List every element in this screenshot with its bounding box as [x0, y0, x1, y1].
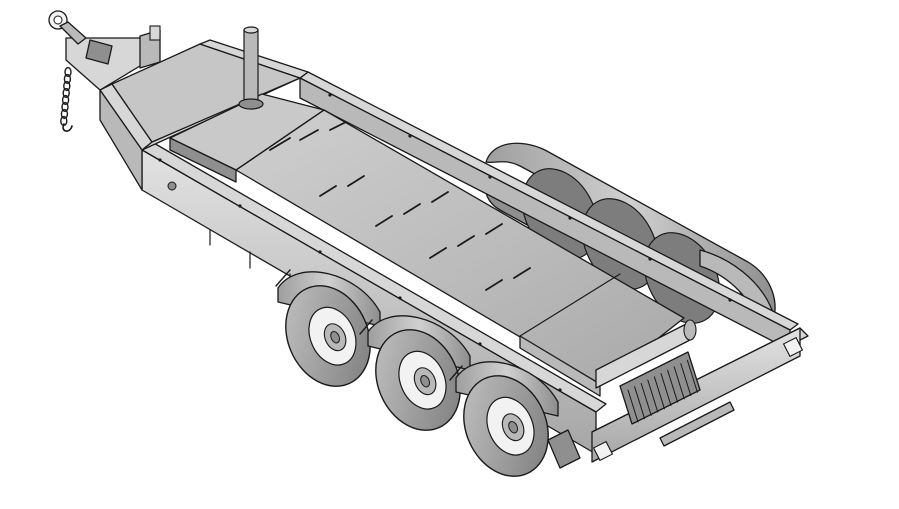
rear-bumper-face	[591, 327, 801, 463]
deck-tie-slot-13	[513, 267, 531, 279]
tail-light-left	[592, 440, 614, 462]
deck-tie-slot-8	[431, 191, 449, 203]
ramp-grate-bar-2	[634, 386, 646, 420]
deck-tie-slot-1	[269, 137, 291, 151]
wheel-cap-3	[508, 420, 519, 434]
deck-front-panel-edge	[169, 137, 237, 183]
tongue-and-hitch	[48, 10, 161, 132]
license-plate-bracket	[659, 401, 735, 447]
deck-tie-slot-9	[429, 247, 447, 259]
deck-rear-plate-edge	[519, 335, 601, 397]
chain-link-6	[61, 101, 69, 113]
beam-bolt-4	[398, 296, 402, 300]
ramp-grate-bar-6	[660, 373, 672, 406]
chain-link-4	[62, 87, 70, 99]
hitch-jack-top	[149, 25, 161, 41]
chain-link-3	[63, 80, 71, 92]
beam-bolt-11	[648, 257, 652, 261]
beam-bolt-7	[328, 93, 332, 97]
beam-bolt-10	[568, 216, 572, 220]
wheel-cap-2	[420, 374, 431, 388]
wheel-cap-1	[330, 330, 341, 344]
beam-front-hole	[167, 181, 177, 191]
deck-tie-slot-6	[375, 215, 393, 227]
beam-bolt-6	[558, 388, 562, 392]
chain-link-1	[64, 66, 72, 78]
trailer-deck	[169, 26, 685, 397]
rear-mud-flap	[547, 429, 581, 469]
stake-post-cap	[243, 26, 259, 34]
ramp-grate-bar-1	[627, 389, 639, 423]
tail-light-right	[782, 336, 804, 358]
beam-bolt-9	[488, 175, 492, 179]
chain-link-2	[63, 73, 72, 85]
deck-tie-slot-12	[485, 279, 503, 291]
beam-bolt-12	[728, 298, 732, 302]
beam-bolt-3	[318, 250, 322, 254]
ramp-grate-bar-7	[667, 369, 679, 403]
ramp-grate-bar-3	[640, 382, 652, 416]
hitch-coupler-neck	[59, 21, 87, 45]
beam-bolt-1	[158, 158, 162, 162]
deck-tie-slot-2	[299, 129, 319, 141]
stake-post-base	[238, 98, 264, 110]
deck-panel-seam-front	[235, 109, 325, 171]
beam-bolt-2	[238, 204, 242, 208]
hitch-ring-hole	[53, 15, 63, 25]
chain-link-7	[60, 108, 69, 120]
near-side-running-gear	[275, 269, 581, 477]
stake-post	[243, 29, 259, 107]
deck-tie-slot-11	[485, 223, 503, 235]
tongue-arm-near-face	[99, 89, 143, 191]
rear-ramp-grate-frame	[619, 351, 701, 425]
chain-hook	[62, 123, 73, 132]
beam-bolt-8	[408, 134, 412, 138]
safety-chain-bracket	[85, 39, 113, 65]
ramp-grate-bar-4	[647, 379, 659, 413]
beam-bolt-5	[478, 342, 482, 346]
deck-panel-seam-rear	[519, 273, 621, 337]
spring-hangers	[275, 269, 463, 381]
deck-tie-slot-5	[347, 175, 365, 187]
ramp-grate-bar-8	[673, 366, 685, 400]
ramp-grate-bar-5	[653, 376, 665, 410]
rear-bumper-assembly	[591, 319, 809, 463]
deck-tie-slot-7	[403, 203, 421, 215]
ramp-grate-bar-9	[680, 363, 692, 397]
chain-link-5	[61, 94, 70, 106]
rear-crossmember-end	[683, 319, 697, 341]
ramp-grate-bar-10	[686, 359, 698, 393]
deck-tie-slot-10	[457, 235, 475, 247]
deck-tie-slot-4	[319, 185, 337, 197]
deck-tie-slot-3	[329, 121, 347, 131]
